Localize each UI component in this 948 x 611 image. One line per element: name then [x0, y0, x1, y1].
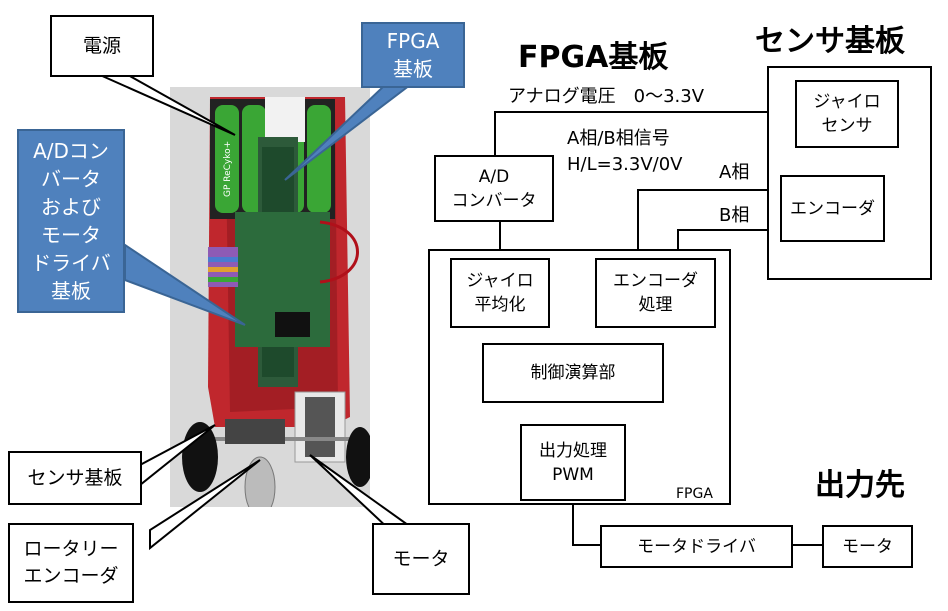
a-phase-label: A相 — [719, 162, 750, 183]
b-phase-label: B相 — [719, 205, 750, 226]
ab-signal-label: A相/B相信号 H/L=3.3V/0V — [567, 128, 683, 175]
control-unit-block: 制御演算部 — [482, 343, 664, 403]
callout-motor: モータ — [372, 523, 470, 595]
motor-driver-block: モータドライバ — [600, 525, 793, 568]
fpga-label: FPGA — [676, 486, 713, 502]
robot-photo-drawing: GP ReCyko+ — [170, 87, 374, 518]
battery-label: GP ReCyko+ — [223, 141, 233, 197]
callout-adc-driver-board: A/Dコン バータ および モータ ドライバ 基板 — [17, 129, 125, 313]
fpga-board-title: FPGA基板 — [518, 40, 669, 75]
gyro-average-block: ジャイロ 平均化 — [450, 258, 550, 328]
analog-voltage-label: アナログ電圧 0〜3.3V — [508, 86, 705, 107]
gyro-sensor-block: ジャイロ センサ — [795, 80, 899, 148]
encoder-processing-block: エンコーダ 処理 — [595, 258, 716, 328]
callout-power: 電源 — [50, 15, 154, 77]
output-title: 出力先 — [815, 468, 905, 503]
callout-sensor-board: センサ基板 — [8, 451, 142, 505]
robot-photo: GP ReCyko+ — [170, 87, 374, 518]
sensor-board-frame — [767, 66, 932, 280]
motor-block: モータ — [822, 525, 913, 568]
sensor-board-title: センサ基板 — [755, 24, 905, 59]
ad-converter-block: A/D コンバータ — [434, 155, 554, 222]
output-processing-block: 出力処理 PWM — [520, 424, 626, 501]
callout-rotary-encoder: ロータリー エンコーダ — [8, 523, 134, 603]
callout-fpga-board: FPGA 基板 — [361, 22, 465, 88]
encoder-block: エンコーダ — [780, 175, 885, 242]
